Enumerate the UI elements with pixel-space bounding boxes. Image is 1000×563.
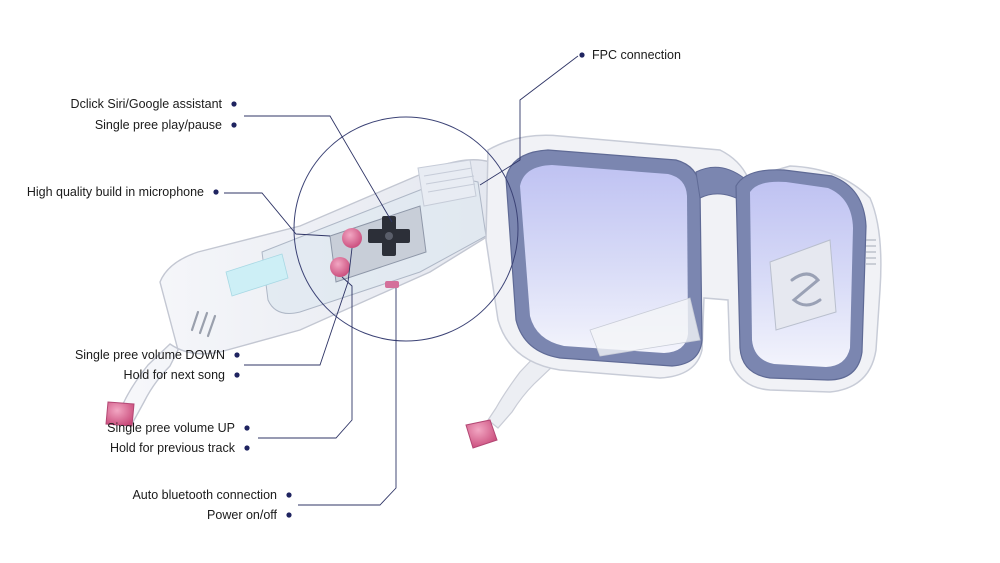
hinge-teeth bbox=[866, 239, 876, 265]
bullet-mic bbox=[213, 189, 219, 195]
label-next-song: Hold for next song bbox=[124, 368, 225, 382]
label-volume-up: Single pree volume UP bbox=[107, 421, 235, 435]
magnifier-circle bbox=[293, 116, 519, 342]
leader-mic bbox=[224, 192, 331, 237]
left-lens bbox=[520, 165, 688, 353]
bullet-fpc bbox=[579, 52, 585, 58]
leader-volume-up bbox=[258, 276, 353, 439]
power-switch bbox=[385, 281, 399, 288]
leader-power bbox=[298, 288, 397, 506]
bullet-prev bbox=[244, 445, 250, 451]
bullet-siri bbox=[231, 101, 237, 107]
speaker-vents bbox=[190, 310, 217, 338]
label-fpc-connection: FPC connection bbox=[592, 48, 681, 62]
bullet-next bbox=[234, 372, 240, 378]
leader-fpc bbox=[479, 55, 579, 186]
label-microphone: High quality build in microphone bbox=[27, 185, 204, 199]
leader-lines bbox=[224, 55, 579, 506]
volume-down-button bbox=[342, 228, 362, 248]
bullet-power bbox=[286, 512, 292, 518]
battery-strip bbox=[225, 253, 289, 297]
inner-arm-panel bbox=[589, 297, 701, 357]
label-bluetooth: Auto bluetooth connection bbox=[132, 488, 277, 502]
label-power: Power on/off bbox=[207, 508, 277, 522]
dpad-control bbox=[368, 216, 410, 256]
label-play-pause: Single pree play/pause bbox=[95, 118, 222, 132]
bullet-vol-up bbox=[244, 425, 250, 431]
bullet-vol-down bbox=[234, 352, 240, 358]
volume-up-button bbox=[330, 257, 350, 277]
logo-plate bbox=[769, 239, 837, 331]
label-previous-track: Hold for previous track bbox=[110, 441, 236, 455]
leader-volume-down bbox=[244, 247, 353, 366]
bullets bbox=[213, 52, 585, 518]
fpc-ribbon bbox=[417, 159, 477, 207]
bullet-play bbox=[231, 122, 237, 128]
leader-play bbox=[244, 115, 393, 223]
label-volume-down: Single pree volume DOWN bbox=[75, 348, 225, 362]
far-arm-tip bbox=[465, 419, 498, 449]
glasses-illustration bbox=[105, 134, 882, 449]
near-arm-tip bbox=[105, 401, 135, 427]
bullet-bluetooth bbox=[286, 492, 292, 498]
label-siri-assistant: Dclick Siri/Google assistant bbox=[71, 97, 223, 111]
